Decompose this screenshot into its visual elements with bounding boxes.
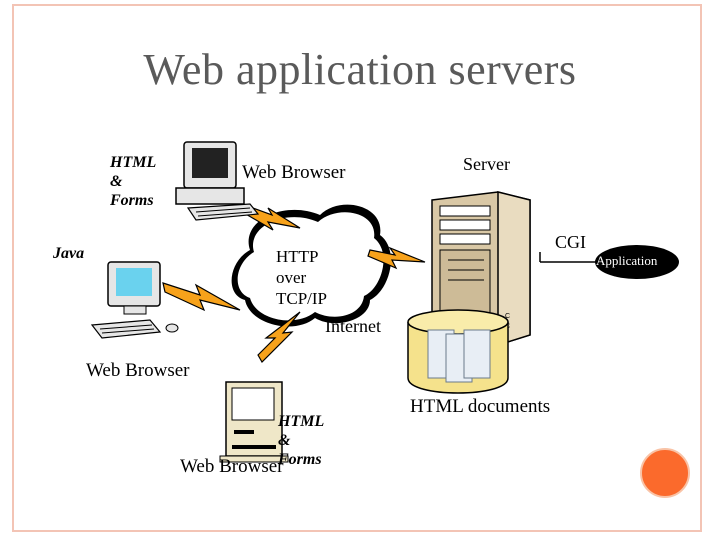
cgi-label: CGI	[555, 232, 586, 252]
http-label: HTTP	[276, 247, 319, 266]
web-browser-label-bottom: Web Browser	[180, 456, 284, 477]
lightning-bolt-icon	[241, 203, 301, 231]
accent-dot	[640, 448, 690, 498]
application-oval	[595, 245, 679, 279]
lightning-bolt-icon	[367, 246, 426, 270]
tcpip-label: TCP/IP	[276, 289, 328, 308]
html-forms-label-bottom: HTML & Forms	[278, 412, 324, 469]
html-documents-label: HTML documents	[410, 396, 551, 417]
forms-label: Forms	[278, 451, 322, 468]
mac-computer-icon	[219, 381, 289, 463]
desktop-computer-icon	[175, 141, 260, 221]
html-label: HTML	[110, 154, 157, 171]
ampersand-label: &	[278, 432, 291, 449]
slide-frame	[12, 4, 702, 532]
application-label: Application	[596, 253, 658, 268]
slide-title: Web application servers	[143, 45, 577, 94]
web-browser-label-left: Web Browser	[86, 360, 190, 381]
java-label: Java	[53, 245, 85, 262]
html-forms-label-top: HTML & Forms	[110, 153, 156, 210]
java-workstation-icon	[90, 261, 179, 339]
server-tower-icon: C C	[431, 191, 531, 347]
lightning-bolt-icon	[257, 311, 301, 363]
http-over-tcpip-label: HTTP over TCP/IP	[276, 246, 327, 309]
internet-cloud-icon	[231, 204, 391, 327]
server-label: Server	[463, 154, 510, 174]
ampersand-label: &	[110, 173, 123, 190]
web-browser-label-top: Web Browser	[242, 162, 346, 183]
over-label: over	[276, 268, 307, 287]
lightning-bolt-icon	[162, 282, 241, 312]
svg-text:C: C	[505, 313, 510, 320]
lightning-bolt-icon	[162, 203, 426, 363]
forms-label: Forms	[110, 192, 154, 209]
html-label: HTML	[278, 413, 325, 430]
database-icon	[407, 309, 509, 394]
internet-label: Internet	[325, 316, 381, 336]
